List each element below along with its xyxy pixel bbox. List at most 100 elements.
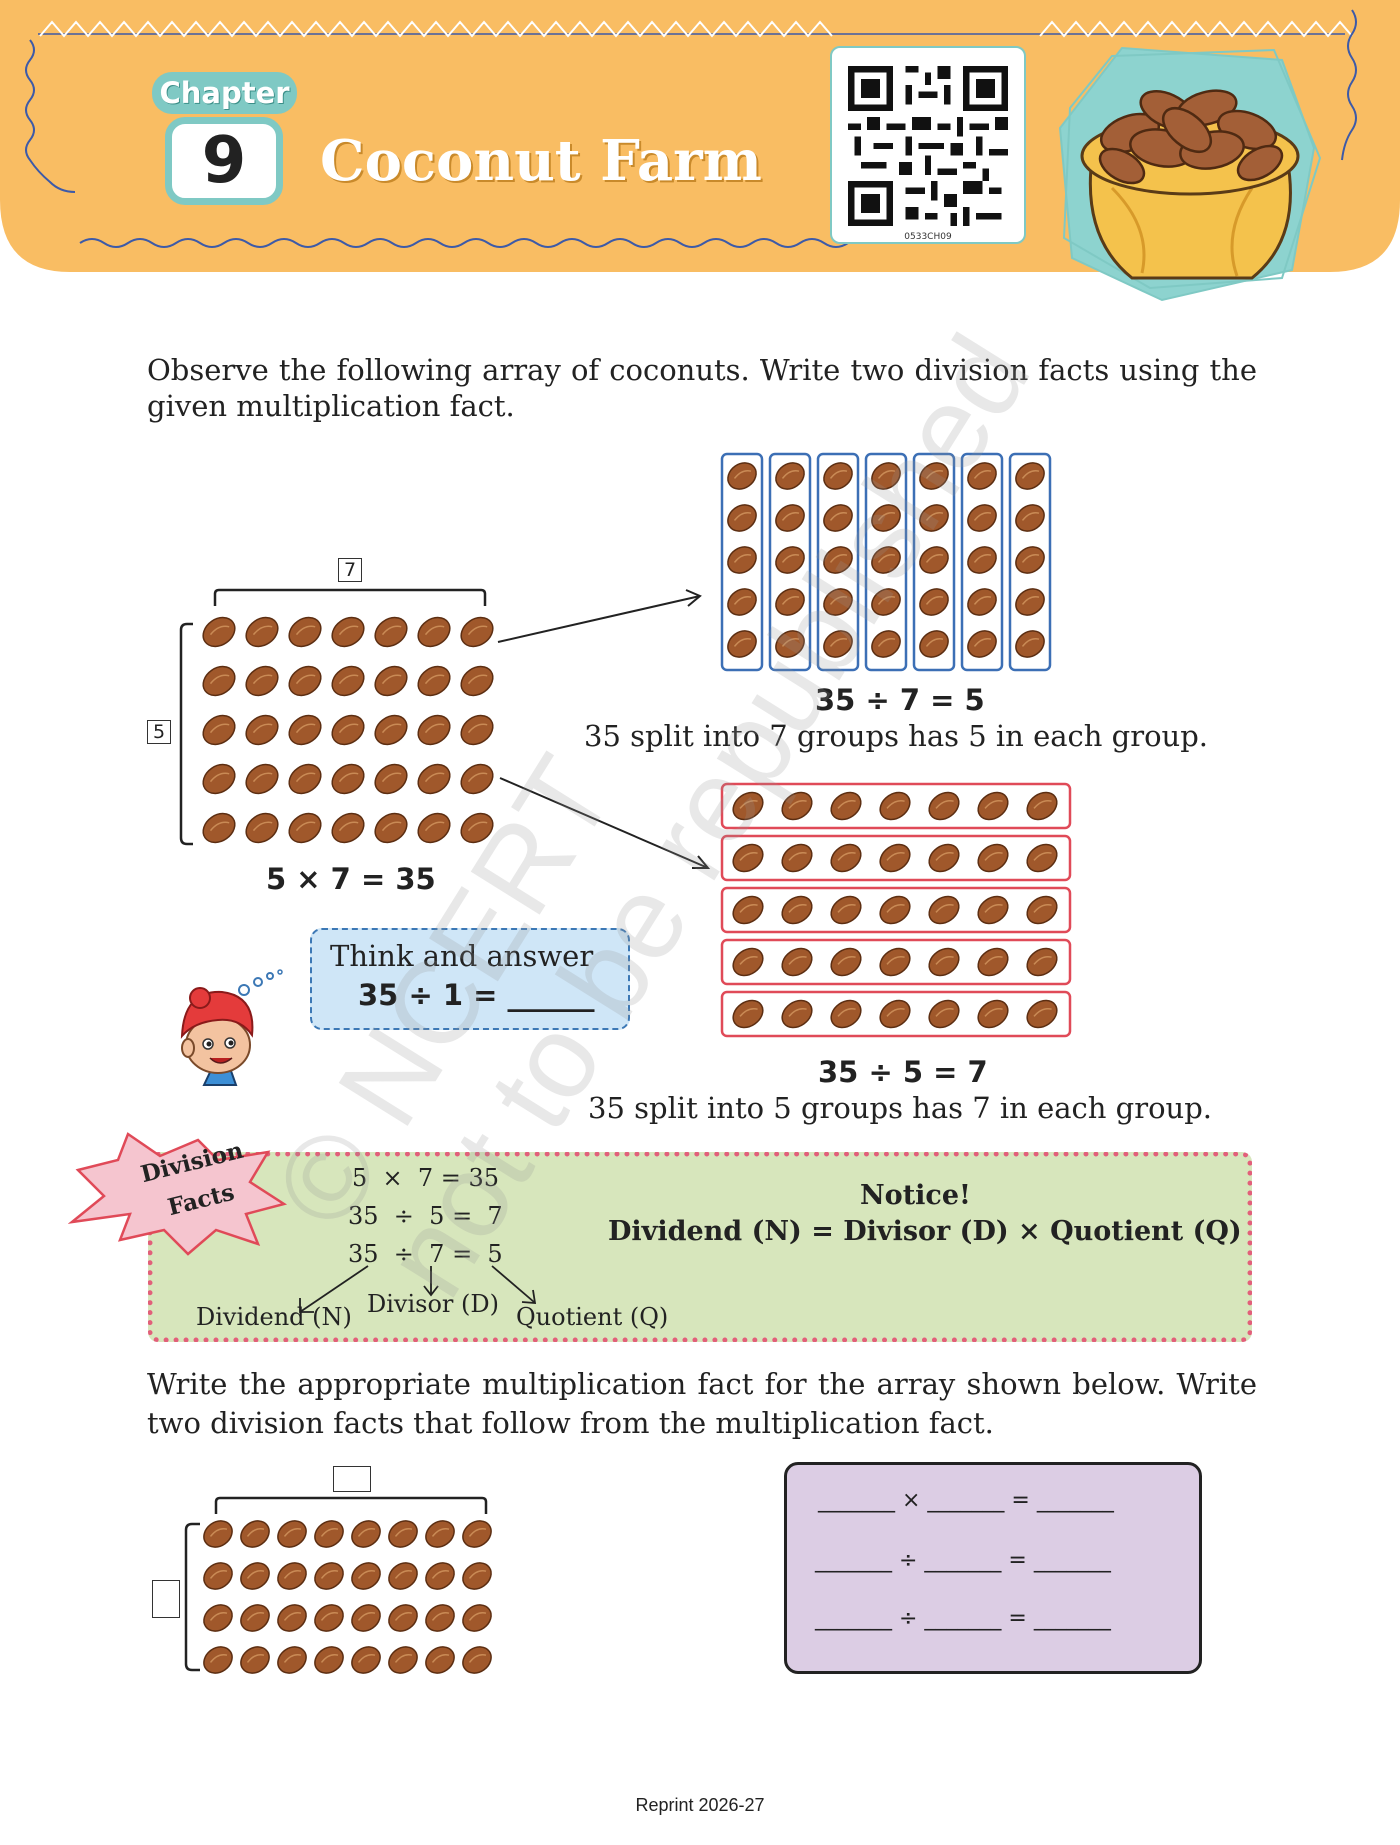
- coconut-icon: [425, 1646, 455, 1674]
- intro-instruction-line2: given multiplication fact.: [147, 389, 515, 423]
- coconut-icon: [240, 1562, 270, 1590]
- coconut-icon: [245, 714, 279, 746]
- coconut-icon: [928, 895, 960, 925]
- fact-term-arrows: [299, 1265, 537, 1313]
- exercise-rows-answer-box[interactable]: [152, 1580, 180, 1618]
- coconut-icon: [462, 1604, 492, 1632]
- coconut-icon: [967, 630, 997, 658]
- array-rows-count-label: 5: [147, 720, 171, 744]
- coconut-icon: [460, 763, 494, 795]
- coconut-icon: [823, 630, 853, 658]
- coconut-icon: [871, 462, 901, 490]
- coconut-icon: [1026, 895, 1058, 925]
- coconut-icon: [879, 843, 911, 873]
- coconut-icon: [203, 1562, 233, 1590]
- array-columns-count-label: 7: [338, 558, 362, 582]
- coconut-icon: [374, 665, 408, 697]
- division-fact-by-5: 35 ÷ 5 = 7: [818, 1055, 988, 1089]
- coconut-icon: [417, 812, 451, 844]
- thinking-boy-illustration: [180, 969, 283, 1086]
- coconut-icon: [331, 714, 365, 746]
- coconut-icon: [732, 791, 764, 821]
- coconut-column-groups: [720, 452, 1052, 672]
- coconut-icon: [277, 1562, 307, 1590]
- coconut-icon: [830, 999, 862, 1029]
- coconut-icon: [288, 812, 322, 844]
- arrows-to-groupings: [497, 589, 711, 869]
- coconut-icon: [928, 791, 960, 821]
- multiplication-fact: 5 × 7 = 35: [266, 862, 436, 896]
- label-quotient: Quotient (Q): [516, 1303, 669, 1331]
- coconut-icon: [977, 947, 1009, 977]
- coconut-icon: [277, 1646, 307, 1674]
- coconut-icon: [775, 462, 805, 490]
- coconut-icon: [823, 462, 853, 490]
- coconut-icon: [919, 462, 949, 490]
- think-question[interactable]: 35 ÷ 1 = ______: [358, 978, 595, 1012]
- coconut-icon: [823, 588, 853, 616]
- coconut-icon: [977, 999, 1009, 1029]
- coconut-icon: [288, 665, 322, 697]
- coconut-icon: [1015, 630, 1045, 658]
- coconut-icon: [388, 1520, 418, 1548]
- coconut-icon: [331, 665, 365, 697]
- division-sentence-5-groups: 35 split into 5 groups has 7 in each gro…: [588, 1091, 1213, 1125]
- coconut-icon: [871, 588, 901, 616]
- coconut-icon: [919, 546, 949, 574]
- exercise-columns-answer-box[interactable]: [333, 1466, 371, 1492]
- coconut-icon: [288, 714, 322, 746]
- notice-rule: Dividend (N) = Divisor (D) × Quotient (Q…: [608, 1216, 1242, 1247]
- coconut-icon: [417, 714, 451, 746]
- coconut-icon: [781, 947, 813, 977]
- coconut-icon: [732, 947, 764, 977]
- coconut-icon: [331, 812, 365, 844]
- coconut-icon: [879, 791, 911, 821]
- coconut-icon: [460, 616, 494, 648]
- coconut-icon: [830, 791, 862, 821]
- coconut-icon: [919, 630, 949, 658]
- coconut-icon: [781, 791, 813, 821]
- coconut-icon: [727, 504, 757, 532]
- division-facts-box: [148, 1152, 1252, 1342]
- chapter-banner: [0, 0, 1400, 272]
- coconut-row-groups: [720, 782, 1072, 1038]
- coconut-icon: [928, 843, 960, 873]
- coconut-icon: [871, 546, 901, 574]
- coconut-icon: [388, 1562, 418, 1590]
- coconut-icon: [288, 763, 322, 795]
- coconut-icon: [1026, 947, 1058, 977]
- coconut-icon: [928, 947, 960, 977]
- think-title: Think and answer: [330, 939, 594, 973]
- think-and-answer-box: [310, 928, 630, 1030]
- coconut-icon: [245, 616, 279, 648]
- coconut-icon: [202, 763, 236, 795]
- coconut-icon: [462, 1520, 492, 1548]
- coconut-icon: [417, 763, 451, 795]
- coconut-icon: [202, 812, 236, 844]
- exercise-blank-division-1[interactable]: _______ ÷ _______ = _______: [815, 1548, 1111, 1573]
- coconut-icon: [977, 895, 1009, 925]
- coconut-icon: [203, 1520, 233, 1548]
- coconut-icon: [879, 895, 911, 925]
- coconut-icon: [879, 947, 911, 977]
- division-fact-by-7: 35 ÷ 7 = 5: [815, 683, 985, 717]
- coconut-icon: [879, 999, 911, 1029]
- coconut-icon: [781, 895, 813, 925]
- coconut-icon: [240, 1520, 270, 1548]
- coconut-icon: [425, 1604, 455, 1632]
- coconut-array-5x7: [179, 588, 494, 846]
- coconut-icon: [967, 504, 997, 532]
- qr-code-icon[interactable]: [848, 66, 1008, 226]
- coconut-icon: [314, 1646, 344, 1674]
- coconut-icon: [240, 1604, 270, 1632]
- coconut-icon: [331, 616, 365, 648]
- exercise-blank-division-2[interactable]: _______ ÷ _______ = _______: [815, 1606, 1111, 1631]
- fact-division-by-7: 35 ÷ 7 = 5: [348, 1240, 503, 1268]
- coconut-icon: [1015, 462, 1045, 490]
- coconut-icon: [245, 763, 279, 795]
- fact-division-by-5: 35 ÷ 5 = 7: [348, 1202, 503, 1230]
- coconut-icon: [417, 616, 451, 648]
- coconut-icon: [781, 999, 813, 1029]
- exercise-blank-multiplication[interactable]: _______ × _______ = _______: [818, 1488, 1114, 1513]
- coconut-icon: [871, 504, 901, 532]
